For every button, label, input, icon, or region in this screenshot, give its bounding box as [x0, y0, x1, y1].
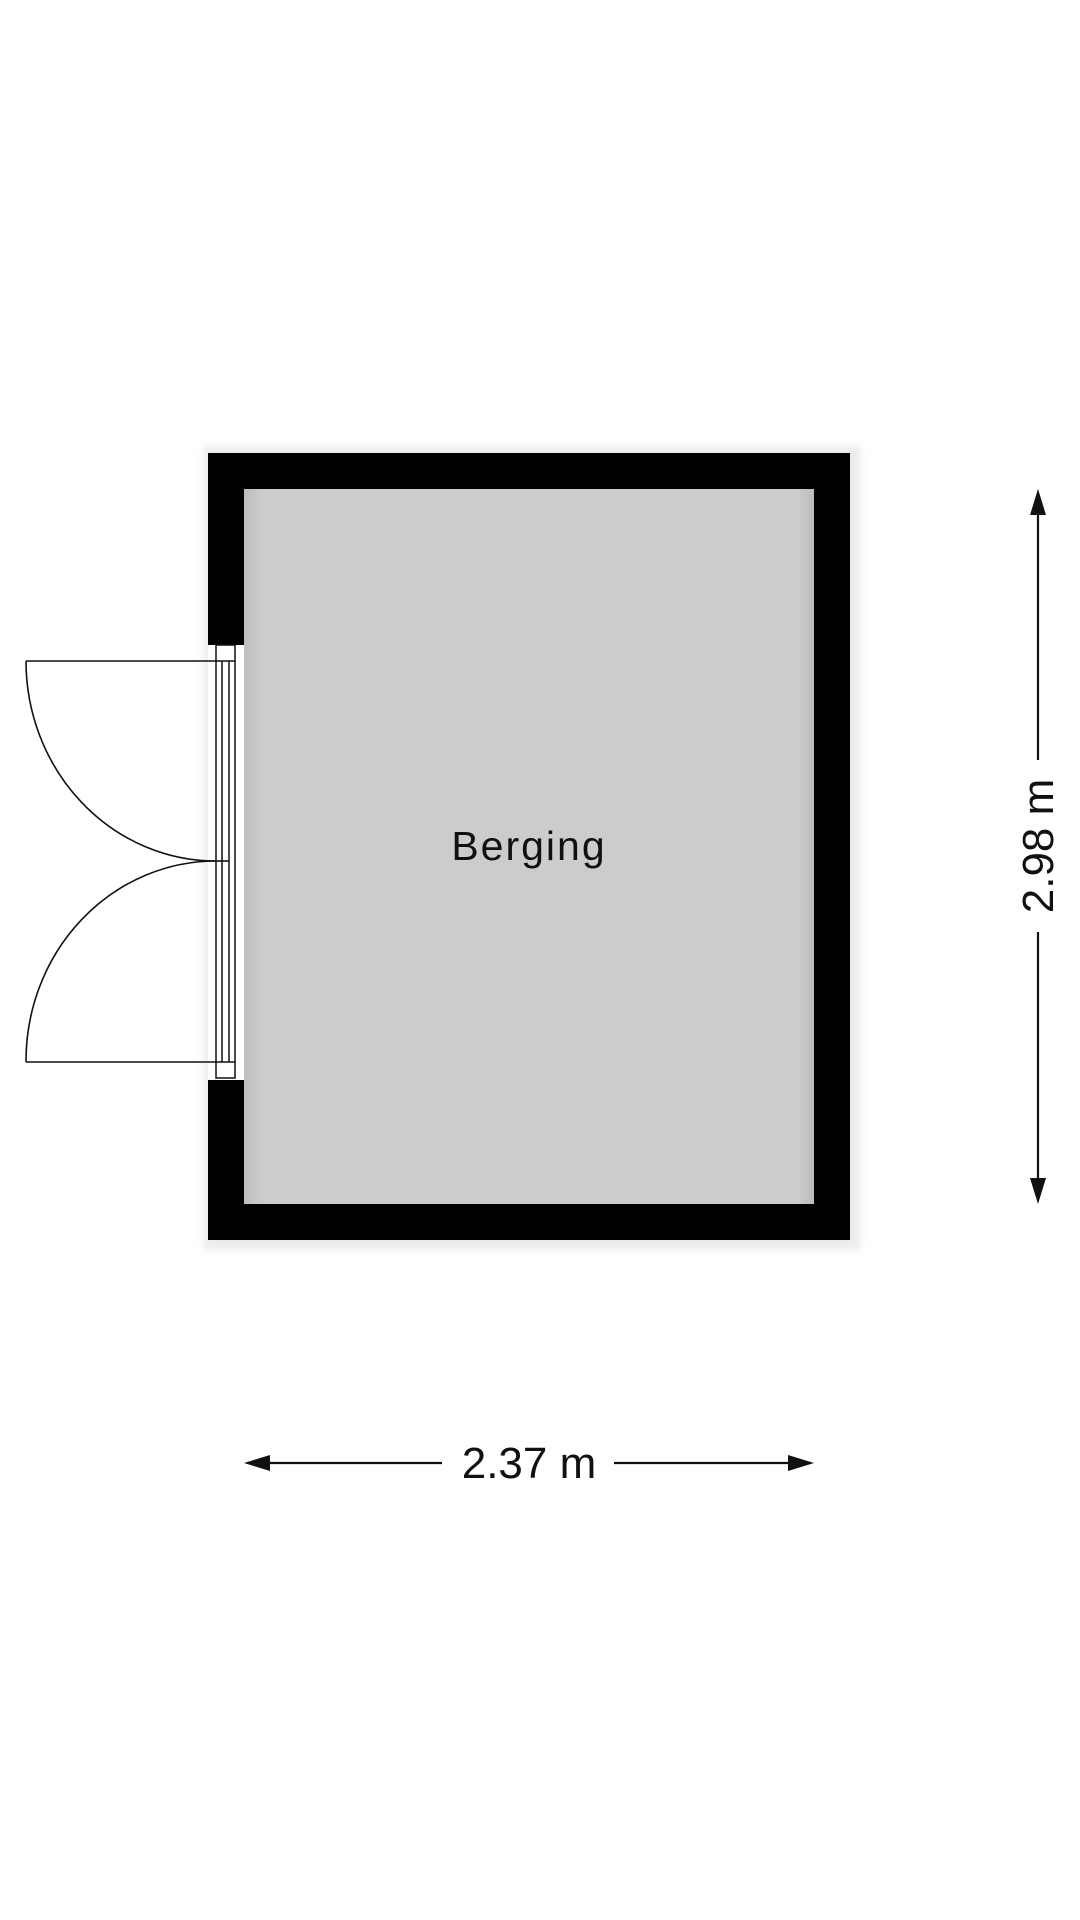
width-dimension: [244, 1455, 814, 1471]
door-swing-upper: [25, 660, 217, 862]
width-arrow-right: [788, 1455, 814, 1471]
door-frame-top: [215, 644, 236, 662]
width-dimension-label: 2.37 m: [462, 1439, 597, 1488]
door-swing-lower: [25, 860, 217, 1063]
width-arrow-left: [244, 1455, 270, 1471]
depth-arrow-bottom: [1030, 1178, 1046, 1204]
depth-arrow-top: [1030, 489, 1046, 515]
depth-dimension-label: 2.98 m: [1014, 779, 1063, 914]
room-floor: [244, 489, 814, 1204]
door-opening: [208, 645, 244, 1080]
room-label: Berging: [451, 823, 606, 869]
door-frame-bottom: [215, 1061, 236, 1079]
double-door: [25, 660, 229, 1063]
depth-dimension: [1030, 489, 1046, 1204]
